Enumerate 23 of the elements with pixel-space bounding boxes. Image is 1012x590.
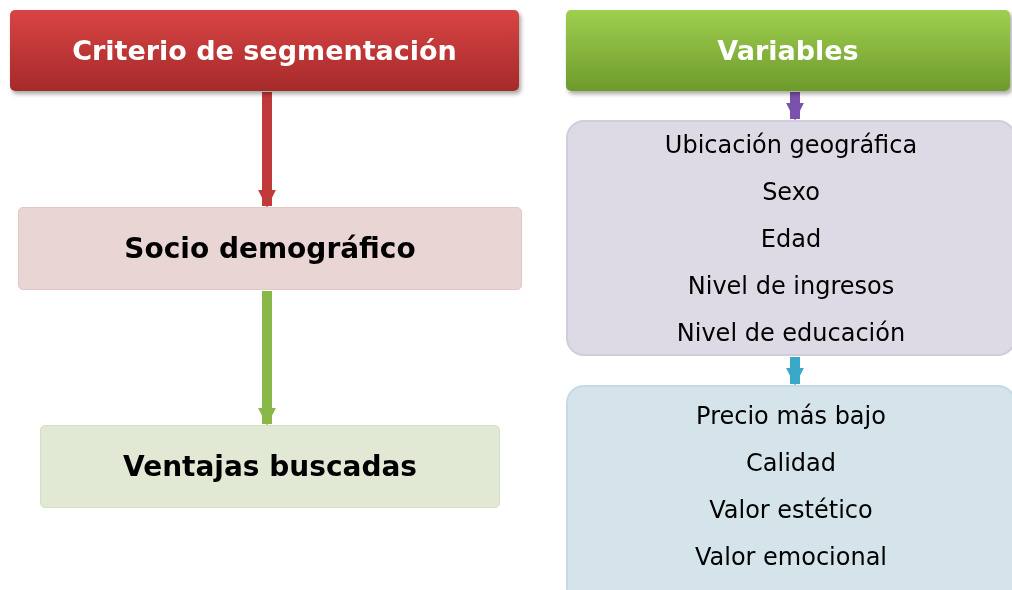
list-item: Nivel de educación [676, 318, 906, 349]
list-item: Valor estético [709, 495, 873, 526]
header-box [10, 10, 519, 91]
node-label: Ventajas buscadas [123, 450, 417, 483]
arrow [786, 357, 804, 386]
list-box [566, 120, 1012, 356]
header-text: Criterio de segmentación [72, 35, 457, 66]
list-item: Ubicación geográfica [664, 130, 918, 161]
arrow [786, 92, 804, 121]
list-item: Sexo [762, 177, 820, 208]
list-item: Edad [760, 224, 822, 255]
header-text: Variables [717, 35, 859, 66]
process-box [18, 207, 522, 290]
list-item: Valor emocional [694, 542, 888, 573]
process-box [40, 425, 500, 508]
arrow [258, 291, 276, 426]
list-item: Precio más bajo [696, 401, 886, 432]
arrow [258, 92, 276, 208]
list-item: Calidad [746, 448, 836, 479]
list-box [566, 385, 1012, 590]
header-box [566, 10, 1010, 91]
list-item: Nivel de ingresos [687, 271, 895, 302]
node-label: Socio demográfico [124, 232, 416, 265]
